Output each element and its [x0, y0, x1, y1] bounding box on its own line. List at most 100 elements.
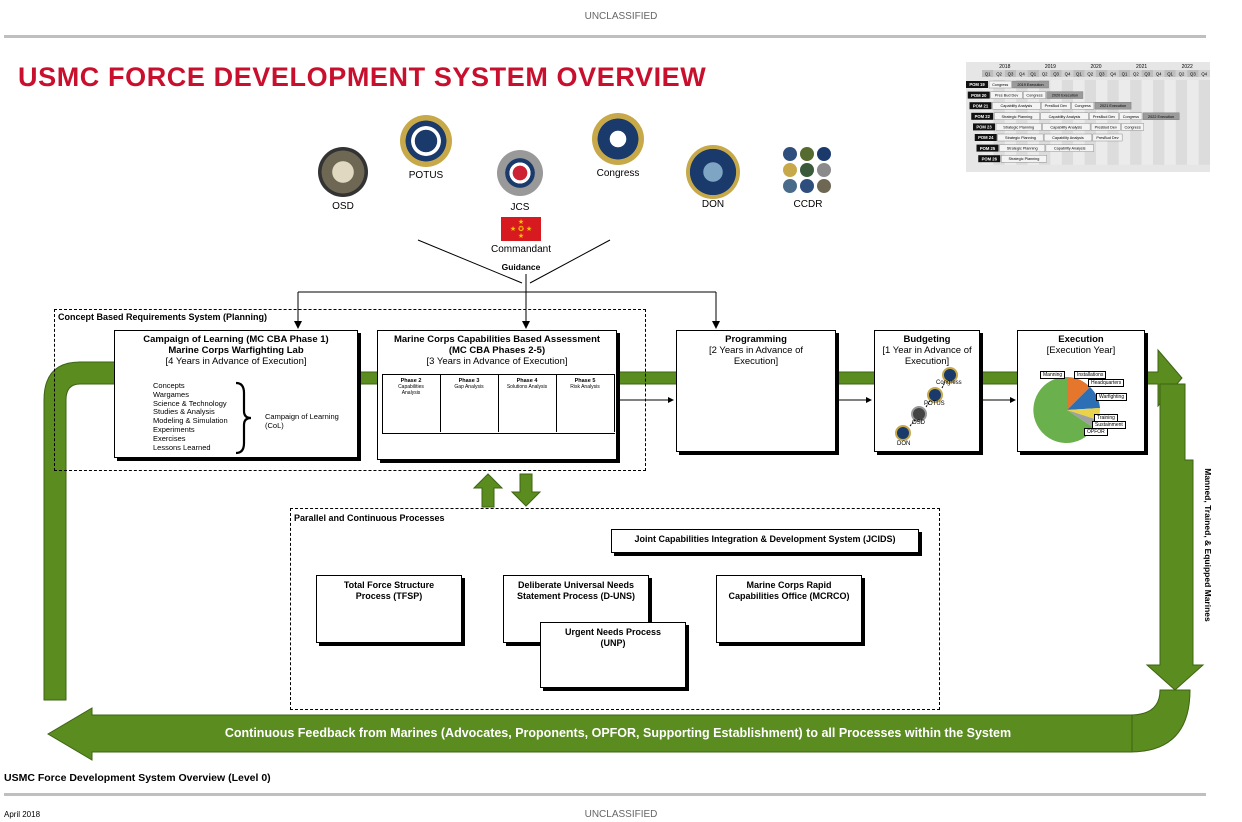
pie-label-opfor: OPFOR	[1084, 428, 1108, 436]
classification-bottom: UNCLASSIFIED	[584, 809, 658, 820]
gantt-column	[1016, 80, 1028, 165]
feedback-arrow	[47, 707, 1133, 761]
phase-name: Phase 5	[574, 378, 596, 384]
gantt-segment	[994, 112, 1040, 120]
gantt-quarter-cell	[1187, 70, 1199, 77]
bottom-divider	[4, 793, 1206, 796]
gantt-segment-label: Strategic Planning	[1007, 147, 1038, 151]
gantt-quarter-cell	[1084, 70, 1096, 77]
gantt-segment	[1089, 112, 1119, 120]
pie-label-manning: Manning	[1040, 371, 1066, 379]
gantt-segment-label: PresBud Dev	[1093, 115, 1115, 119]
gantt-quarter-label: Q3	[1053, 72, 1059, 77]
gantt-segment-label: Strategic Planning	[1009, 157, 1040, 161]
osd-seal-icon	[318, 147, 368, 197]
budgeting-sub-2: Execution]	[904, 356, 950, 367]
gantt-pom-label: POM 25	[980, 146, 996, 151]
don-label: DON	[701, 199, 725, 210]
down-arrow	[510, 473, 542, 507]
budget-step-don: DON	[897, 441, 911, 447]
phase-name: Phase 4	[516, 378, 538, 384]
programming-sub-2: Execution]	[733, 356, 779, 367]
gantt-segment-label: PresBud Dev	[1096, 136, 1118, 140]
gantt-quarter-cell	[1073, 70, 1085, 77]
gantt-pom-label: POM 24	[978, 135, 994, 140]
gantt-year-label: 2018	[999, 64, 1010, 70]
gantt-quarter-label: Q4	[1110, 72, 1116, 77]
gantt-quarter-label: Q1	[985, 72, 991, 77]
col-activity-item: Lessons Learned	[153, 442, 211, 452]
gantt-segment-label: Congress	[992, 83, 1008, 87]
gantt-quarter-label: Q1	[1030, 72, 1036, 77]
gantt-column	[1039, 80, 1051, 165]
gantt-quarter-cell	[1004, 70, 1017, 77]
gantt-quarter-label: Q2	[1042, 72, 1048, 77]
gantt-quarter-label: Q4	[1201, 72, 1207, 77]
campaign-of-learning-box: Campaign of Learning (MC CBA Phase 1) Ma…	[114, 330, 358, 458]
gantt-segment	[1001, 154, 1047, 163]
gantt-segment-label: PresBud Dev	[1045, 104, 1067, 108]
gantt-segment-label: 2019 Execution	[1017, 83, 1043, 87]
gantt-year-label: 2019	[1045, 64, 1056, 70]
don-seal-icon	[686, 145, 740, 199]
cbrs-label: Concept Based Requirements System (Plann…	[58, 312, 268, 322]
col-subtitle: [4 Years in Advance of Execution]	[165, 356, 307, 367]
gantt-segment	[995, 123, 1042, 131]
programming-title: Programming	[725, 334, 787, 345]
gantt-column	[1073, 80, 1085, 165]
execution-sub: [Execution Year]	[1046, 345, 1116, 356]
gantt-pom-tag	[967, 91, 990, 99]
top-divider	[4, 35, 1206, 38]
gantt-segment	[999, 144, 1046, 152]
gantt-segment-label: 2022 Execution	[1148, 115, 1174, 119]
jcs-label: JCS	[510, 202, 530, 213]
gantt-segment-label: Capability Analysis	[1050, 125, 1082, 129]
gantt-segment	[1040, 112, 1089, 120]
guidance-label: Guidance	[501, 262, 541, 272]
gantt-segment	[997, 133, 1044, 142]
gantt-year-label: 2020	[1090, 64, 1101, 70]
gantt-quarter-cell	[1118, 70, 1131, 77]
gantt-segment-label: 2020 Execution	[1052, 94, 1078, 98]
gantt-pom-label: POM 21	[973, 103, 989, 108]
gantt-segment-label: Capability Analysis	[1052, 136, 1084, 140]
gantt-pom-tag	[973, 123, 995, 131]
gantt-pom-label: POM 19	[969, 82, 985, 87]
execution-title: Execution	[1058, 334, 1104, 345]
ccdr-seals-icon	[783, 147, 831, 193]
gantt-quarter-label: Q3	[1008, 72, 1014, 77]
classification-top: UNCLASSIFIED	[584, 11, 658, 22]
gantt-segment-label: Strategic Planning	[1005, 136, 1036, 140]
gantt-column	[1141, 80, 1153, 165]
gantt-quarter-cell	[1039, 70, 1051, 77]
gantt-column	[1050, 80, 1062, 165]
gantt-quarter-label: Q2	[1087, 72, 1093, 77]
gantt-quarter-label: Q4	[1065, 72, 1071, 77]
gantt-segment	[1045, 144, 1094, 152]
gantt-segment	[1142, 112, 1180, 120]
gantt-quarter-label: Q3	[1099, 72, 1105, 77]
execution-pie-icon	[1033, 376, 1101, 443]
phase-desc: Gap Analysis	[454, 384, 484, 390]
gantt-segment	[1042, 123, 1091, 131]
gantt-quarter-cell	[1175, 70, 1188, 77]
gantt-segment-label: Capability Analysis	[1054, 147, 1086, 151]
gantt-pom-tag	[971, 112, 994, 120]
parallel-label: Parallel and Continuous Processes	[294, 513, 445, 523]
gantt-quarter-label: Q1	[1076, 72, 1082, 77]
gantt-pom-tag	[978, 155, 1001, 163]
gantt-pom-label: POM 26	[982, 156, 998, 161]
budget-step-congress: Congress	[936, 380, 962, 386]
unp-box: Urgent Needs Process(UNP)	[540, 622, 686, 688]
brace-icon	[235, 381, 252, 455]
ccdr-label: CCDR	[793, 199, 823, 210]
budget-step-potus: POTUS	[924, 401, 945, 407]
pie-label-warfighting: Warfighting	[1096, 393, 1128, 401]
gantt-segment-label: Capability Analysis	[1001, 104, 1033, 108]
gantt-column	[1061, 80, 1074, 165]
gantt-column	[1153, 80, 1165, 165]
level-caption: USMC Force Development System Overview (…	[4, 772, 271, 784]
